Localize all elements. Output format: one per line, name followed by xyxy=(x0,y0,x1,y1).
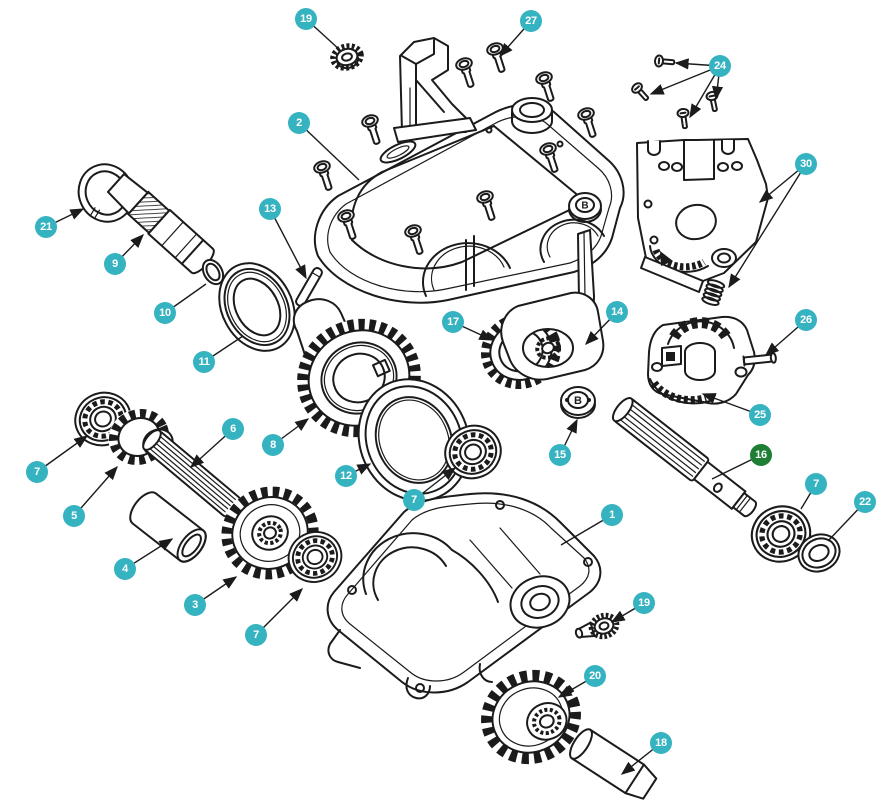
part-pin-18 xyxy=(569,728,658,800)
part-seal-22 xyxy=(797,533,841,573)
part-plug-19 xyxy=(574,612,620,640)
callout-27[interactable]: 27 xyxy=(520,10,542,32)
cap-marking: B xyxy=(574,395,582,407)
callout-10[interactable]: 10 xyxy=(154,302,176,324)
callout-22[interactable]: 22 xyxy=(854,491,876,513)
part-cam-plate-25 xyxy=(647,315,756,405)
part-shift-plate-14 xyxy=(500,291,605,381)
part-spring-30 xyxy=(701,279,726,306)
callout-8[interactable]: 8 xyxy=(262,434,284,456)
callout-21[interactable]: 21 xyxy=(35,216,57,238)
part-mounting-plate-30 xyxy=(636,138,769,293)
callout-30[interactable]: 30 xyxy=(795,153,817,175)
part-screws-24 xyxy=(629,54,722,130)
callout-17[interactable]: 17 xyxy=(442,311,464,333)
callout-16-highlighted[interactable]: 16 xyxy=(750,444,772,466)
part-spacer-4 xyxy=(129,491,207,563)
callout-18[interactable]: 18 xyxy=(650,732,672,754)
callout-6[interactable]: 6 xyxy=(222,418,244,440)
callout-9[interactable]: 9 xyxy=(104,253,126,275)
callout-2[interactable]: 2 xyxy=(288,112,310,134)
callout-7[interactable]: 7 xyxy=(245,624,267,646)
callout-15[interactable]: 15 xyxy=(549,444,571,466)
part-gear-3 xyxy=(221,486,319,580)
callout-7[interactable]: 7 xyxy=(805,473,827,495)
callout-1[interactable]: 1 xyxy=(601,504,623,526)
part-cap-15: B xyxy=(560,386,596,419)
callout-19[interactable]: 19 xyxy=(633,592,655,614)
callout-5[interactable]: 5 xyxy=(63,505,85,527)
callout-20[interactable]: 20 xyxy=(584,665,606,687)
callout-19[interactable]: 19 xyxy=(295,8,317,30)
part-cover-bracket xyxy=(393,37,477,143)
part-gear-20 xyxy=(481,669,581,765)
callout-3[interactable]: 3 xyxy=(184,594,206,616)
callout-7[interactable]: 7 xyxy=(26,461,48,483)
part-oil-plug-19-top xyxy=(330,43,364,71)
part-shaft-16 xyxy=(611,396,758,518)
cap-marking: B xyxy=(581,201,588,212)
callout-11[interactable]: 11 xyxy=(193,351,215,373)
part-gearbox-case-1 xyxy=(326,492,602,700)
part-cap-on-cover: B xyxy=(568,192,602,223)
callout-26[interactable]: 26 xyxy=(795,309,817,331)
part-oring-10 xyxy=(201,258,225,286)
part-seal-ring-11 xyxy=(218,262,296,352)
callout-25[interactable]: 25 xyxy=(749,404,771,426)
callout-4[interactable]: 4 xyxy=(114,558,136,580)
callout-7[interactable]: 7 xyxy=(403,489,425,511)
callout-13[interactable]: 13 xyxy=(259,198,281,220)
callout-14[interactable]: 14 xyxy=(606,301,628,323)
part-roll-pin-13 xyxy=(295,267,323,307)
callout-24[interactable]: 24 xyxy=(709,55,731,77)
callout-12[interactable]: 12 xyxy=(335,465,357,487)
